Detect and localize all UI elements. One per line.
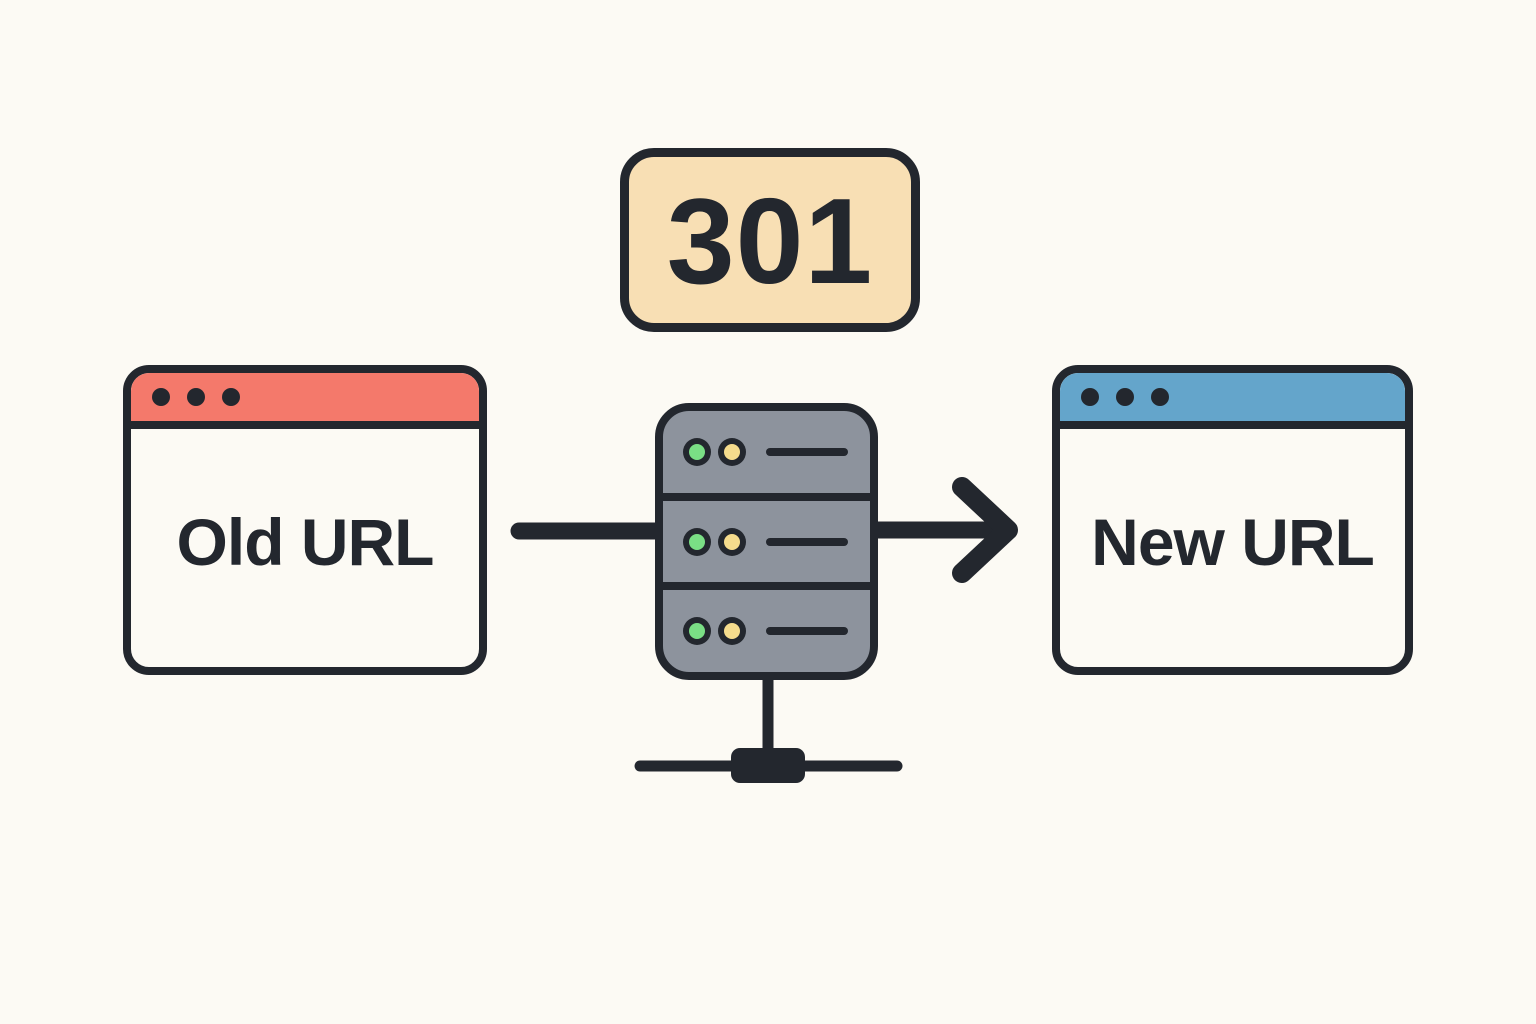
titlebar-dot-icon: [1151, 388, 1169, 406]
led-yellow-icon: [718, 527, 746, 556]
server-rack-row: [663, 411, 870, 493]
status-code-badge: 301: [620, 148, 920, 332]
status-code-label: 301: [666, 173, 874, 309]
old-window-titlebar: [131, 373, 479, 429]
led-green-icon: [683, 527, 711, 556]
old-url-window: Old URL: [123, 365, 487, 675]
server-slot-line: [766, 627, 848, 636]
new-url-window: New URL: [1052, 365, 1413, 675]
server-rack-row: [663, 501, 870, 583]
new-window-body: New URL: [1060, 429, 1405, 667]
led-yellow-icon: [718, 617, 746, 646]
led-green-icon: [683, 437, 711, 466]
arrow-right-icon: [952, 477, 1018, 583]
server-slot-line: [766, 537, 848, 546]
server-slot-line: [766, 447, 848, 456]
server-rack-divider: [663, 492, 870, 501]
titlebar-dot-icon: [187, 388, 205, 406]
server-icon: [655, 403, 878, 680]
led-green-icon: [683, 617, 711, 646]
new-url-label: New URL: [1091, 505, 1375, 579]
new-window-titlebar: [1060, 373, 1405, 429]
titlebar-dot-icon: [1081, 388, 1099, 406]
old-window-body: Old URL: [131, 429, 479, 667]
network-hub-icon: [731, 748, 805, 783]
server-rack-divider: [663, 582, 870, 591]
titlebar-dot-icon: [222, 388, 240, 406]
titlebar-dot-icon: [1116, 388, 1134, 406]
server-rack-row: [663, 590, 870, 672]
old-url-label: Old URL: [176, 505, 435, 579]
led-yellow-icon: [718, 437, 746, 466]
titlebar-dot-icon: [152, 388, 170, 406]
